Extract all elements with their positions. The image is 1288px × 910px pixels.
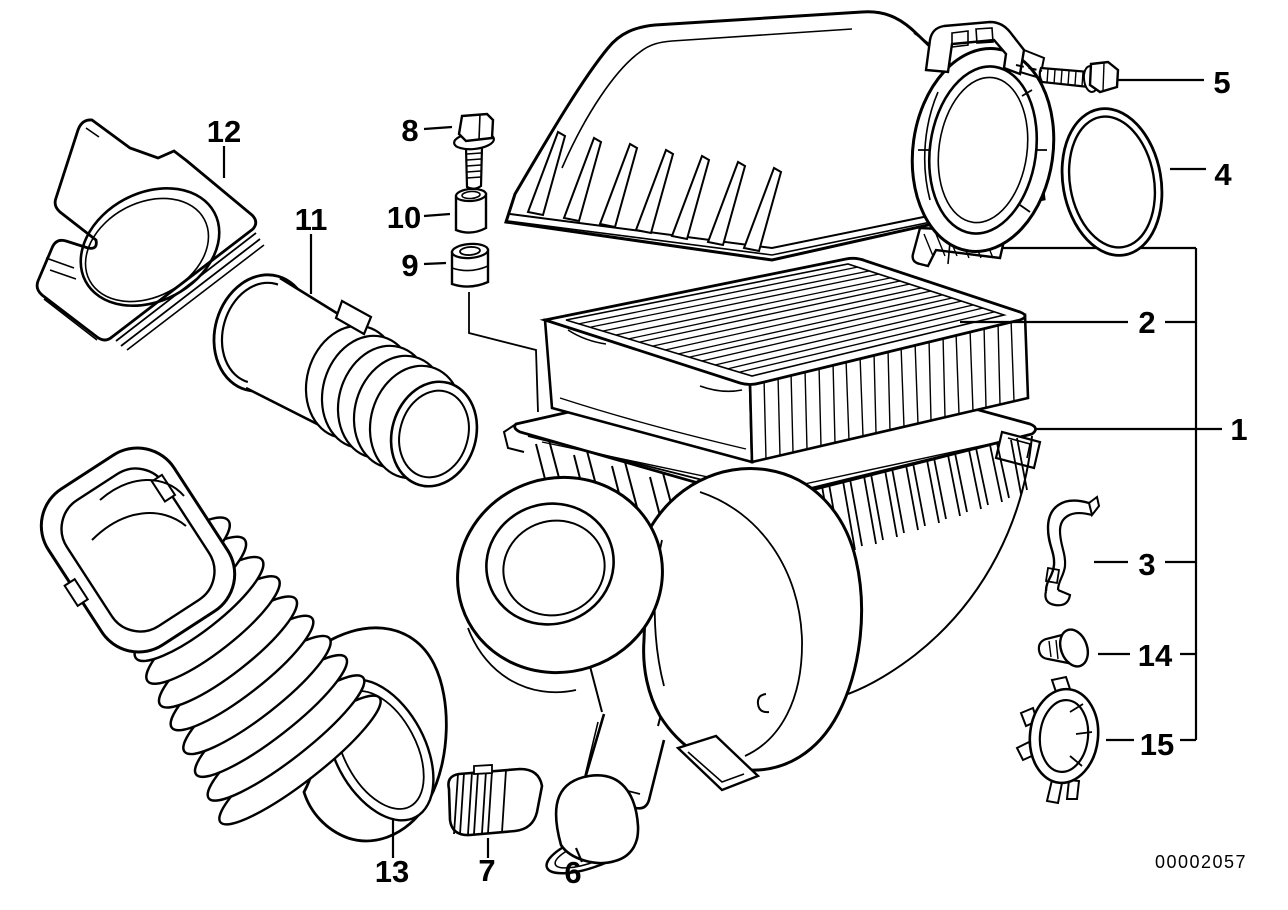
intake-tube-drawing: [212, 273, 479, 488]
callout-12[interactable]: 12: [207, 114, 241, 149]
expansion-rivet-drawing: [1037, 628, 1090, 668]
leader-dash-5: [1015, 64, 1043, 72]
leader-line-6: [574, 847, 584, 863]
intake-muffler-body-drawing: [456, 467, 864, 810]
corrugated-intake-hose-drawing: [39, 446, 448, 843]
filter-top-hatching: [577, 266, 995, 373]
sensor-clamp-ring-drawing: [910, 20, 1056, 268]
filter-pleats: [763, 318, 1015, 460]
leader-line-8: [423, 125, 453, 131]
leader-line-9-to-housing: [468, 292, 539, 413]
screw-drawing: [452, 112, 496, 190]
rubber-cap-drawing: [545, 774, 640, 875]
callout-15[interactable]: 15: [1140, 727, 1174, 762]
callout-8[interactable]: 8: [401, 113, 418, 148]
retaining-clamp-drawing: [1015, 675, 1100, 805]
spacer-sleeve-drawing: [454, 187, 488, 234]
leader-line-10: [423, 212, 451, 218]
callout-7[interactable]: 7: [478, 853, 495, 888]
spring-clip-drawing: [1044, 495, 1101, 607]
cover-ribs: [526, 130, 783, 253]
callout-1[interactable]: 1: [1230, 412, 1247, 447]
o-ring-seal-drawing: [1060, 107, 1164, 257]
callout-11[interactable]: 11: [295, 202, 328, 237]
callout-13[interactable]: 13: [375, 854, 409, 889]
callout-5[interactable]: 5: [1213, 65, 1230, 100]
air-cleaner-cover-drawing: [504, 10, 1046, 262]
callout-9[interactable]: 9: [401, 248, 418, 283]
leader-lines: [222, 64, 1222, 863]
callout-4[interactable]: 4: [1214, 157, 1232, 192]
filter-element-drawing: [539, 256, 1030, 464]
rubber-bushing-drawing: [450, 242, 490, 288]
doc-number: 00002057: [1155, 852, 1247, 872]
callout-6[interactable]: 6: [564, 855, 581, 890]
clip-drawing: [447, 764, 544, 837]
callout-14[interactable]: 14: [1138, 638, 1173, 673]
leader-line-9: [423, 261, 447, 266]
gasket-plate-drawing: [35, 118, 265, 351]
callout-10[interactable]: 10: [387, 200, 421, 235]
intake-scoop: [39, 446, 237, 654]
callout-2[interactable]: 2: [1138, 305, 1155, 340]
callout-3[interactable]: 3: [1138, 547, 1155, 582]
flange-bolt-drawing: [1038, 60, 1120, 94]
